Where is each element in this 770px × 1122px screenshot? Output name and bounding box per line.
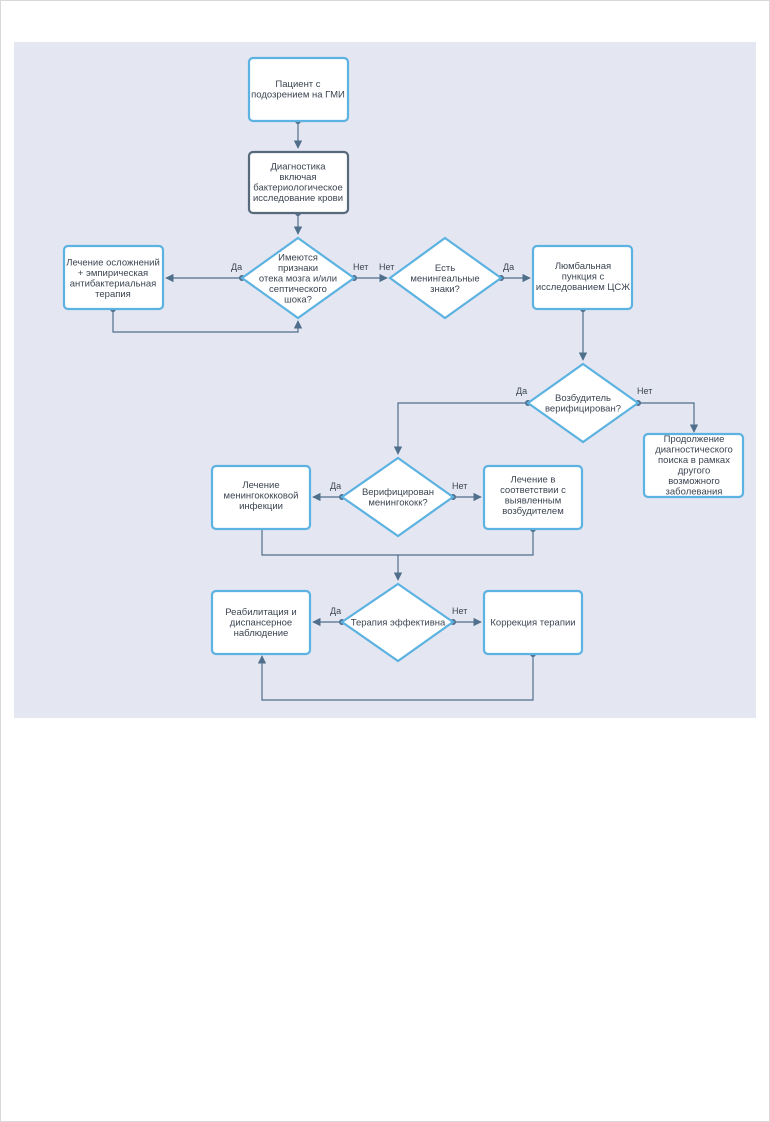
node-text-line: Продолжение — [664, 434, 725, 445]
edge-pathogen-search — [638, 402, 699, 433]
edges — [112, 121, 699, 701]
node-text-line: + эмпирическая — [78, 268, 148, 279]
node-therapy-question: Терапия эффективна — [351, 617, 446, 628]
node-complications-box — [62, 244, 165, 311]
node-text-line: менингеальные — [410, 273, 479, 284]
node-text-line: Реабилитация и — [225, 607, 296, 618]
node-continue-search-box — [642, 432, 745, 499]
node-text-line: менингококковой — [224, 490, 299, 501]
node-text-line: отека мозга и/или — [259, 273, 337, 284]
node-text-line: знаки? — [430, 284, 460, 295]
node-text-line: Люмбальная — [555, 261, 611, 272]
node-correction-box — [482, 589, 584, 656]
node-text-line: соответствии с — [500, 485, 566, 496]
node-meningococcus-diamond — [340, 456, 455, 538]
node-pathogen-diamond — [526, 362, 640, 444]
node-text-line: септического — [269, 284, 327, 295]
node-correction: Коррекция терапии — [490, 617, 575, 628]
edge-pathogen-treatment-merge — [398, 529, 534, 556]
edge-treatment-merge — [261, 529, 403, 581]
edge-label-no-therapy: Нет — [452, 606, 467, 616]
node-text-line: Лечение осложнений — [66, 258, 160, 269]
node-diagnostics-box — [247, 150, 350, 215]
node-text-line: пункция с — [562, 271, 605, 282]
node-text-line: возбудителем — [502, 506, 563, 517]
node-text-line: подозрением на ГМИ — [251, 90, 345, 101]
node-text-line: признаки — [278, 263, 318, 274]
node-text-line: Терапия эффективна — [351, 617, 446, 628]
edge-label-yes-pathogen: Да — [516, 386, 527, 396]
node-text-line: Лечение — [242, 480, 279, 491]
node-text-line: диспансерное — [230, 617, 292, 628]
edge-labels: Да Нет Нет Да Да Нет Да Нет Да Нет — [231, 262, 652, 616]
node-meningococcal-treatment-box — [210, 464, 312, 531]
node-text-line: исследованием ЦСЖ — [536, 282, 630, 293]
node-edema-diamond — [240, 236, 356, 320]
node-text-line: верифицирован? — [545, 404, 621, 415]
node-text-line: другого — [678, 466, 711, 477]
edge-label-yes-meningococcus: Да — [330, 481, 341, 491]
edge-label-yes-edema: Да — [231, 262, 242, 272]
node-text-line: Имеются — [278, 252, 318, 263]
node-therapy-diamond — [340, 582, 455, 663]
edge-label-no-meningeal: Нет — [379, 262, 394, 272]
node-text-line: выявленным — [505, 496, 562, 507]
node-text-line: Есть — [435, 263, 455, 274]
node-text-line: поиска в рамках — [658, 455, 730, 466]
node-text-line: исследование крови — [253, 193, 343, 204]
node-text-line: Диагностика — [270, 162, 326, 173]
node-text-line: бактериологическое — [253, 183, 342, 194]
node-lumbar-box — [531, 244, 634, 311]
node-meningeal-diamond — [388, 236, 503, 320]
node-pathogen-treatment-box — [482, 464, 584, 531]
node-text-line: возможного — [668, 476, 720, 487]
node-text-line: менингококк? — [368, 498, 427, 509]
node-text-line: Верифицирован — [362, 487, 434, 498]
edge-label-no-meningococcus: Нет — [452, 481, 467, 491]
edge-label-yes-meningeal: Да — [503, 262, 514, 272]
node-text-line: шока? — [284, 294, 312, 305]
node-text-line: Возбудитель — [555, 393, 611, 404]
edge-label-yes-therapy: Да — [330, 606, 341, 616]
node-text-line: наблюдение — [234, 628, 289, 639]
node-text-line: диагностического — [655, 445, 733, 456]
edge-pathogen-meningococcus — [393, 402, 528, 455]
edge-complications-return — [112, 309, 303, 333]
node-text-line: инфекции — [239, 501, 283, 512]
node-text-line: терапия — [95, 289, 131, 300]
node-rehab-box — [210, 589, 312, 656]
node-text-line: Лечение в — [511, 475, 556, 486]
edge-correction-rehab — [257, 654, 534, 701]
edge-label-no-pathogen: Нет — [637, 386, 652, 396]
edge-label-no-edema: Нет — [353, 262, 368, 272]
node-text-line: Коррекция терапии — [490, 617, 575, 628]
node-text-line: включая — [279, 172, 316, 183]
node-text-line: антибактериальная — [70, 279, 157, 290]
node-patient-box — [247, 56, 350, 123]
node-text-line: Пациент с — [275, 79, 320, 90]
nodes — [62, 56, 745, 663]
node-text-line: заболевания — [666, 487, 723, 498]
